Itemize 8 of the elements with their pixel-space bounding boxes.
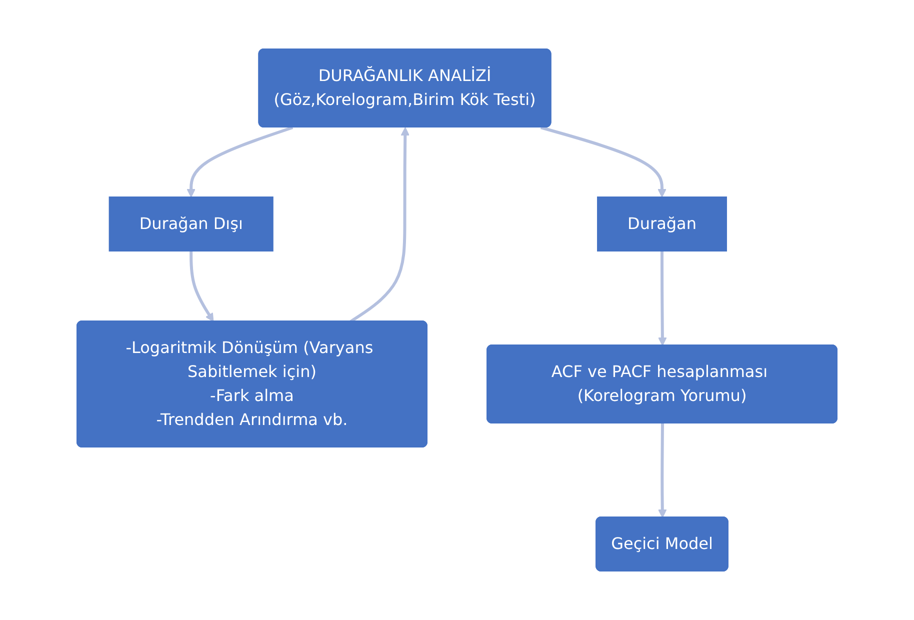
arrow (350, 127, 410, 323)
arrow (540, 126, 666, 198)
arrow (190, 251, 214, 322)
node-box: Durağan Dışı (108, 196, 274, 252)
arrow (186, 126, 294, 198)
arrow (658, 423, 667, 518)
arrow (658, 251, 667, 346)
node-box: Durağan (597, 196, 727, 252)
